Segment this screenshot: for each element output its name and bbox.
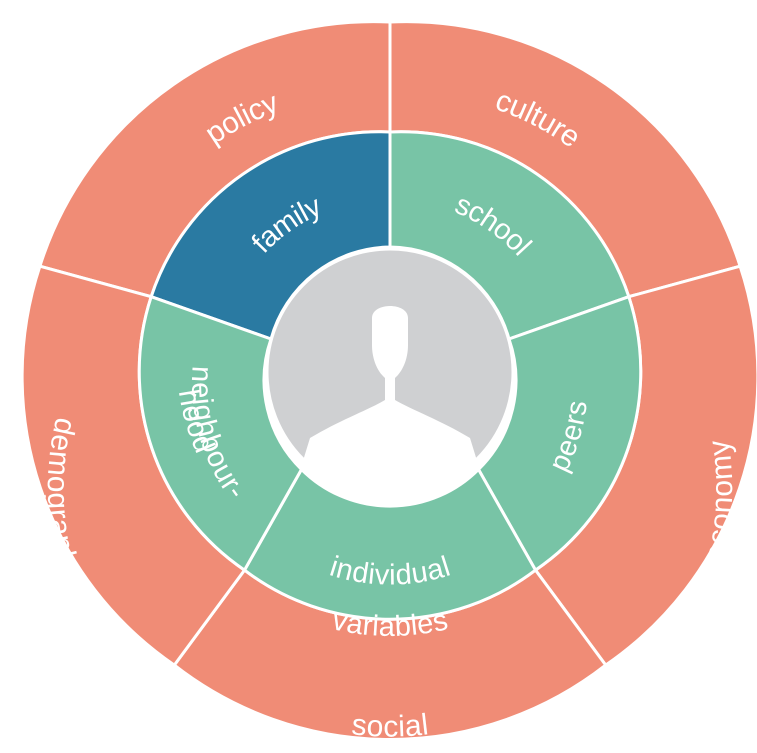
label-social: social xyxy=(350,708,430,743)
inner-segment-neighbourhood[interactable] xyxy=(137,294,304,573)
inner-ring xyxy=(137,130,643,621)
person-silhouette-icon xyxy=(302,306,478,501)
inner-segment-peers[interactable] xyxy=(476,294,643,573)
center-person xyxy=(265,247,515,501)
